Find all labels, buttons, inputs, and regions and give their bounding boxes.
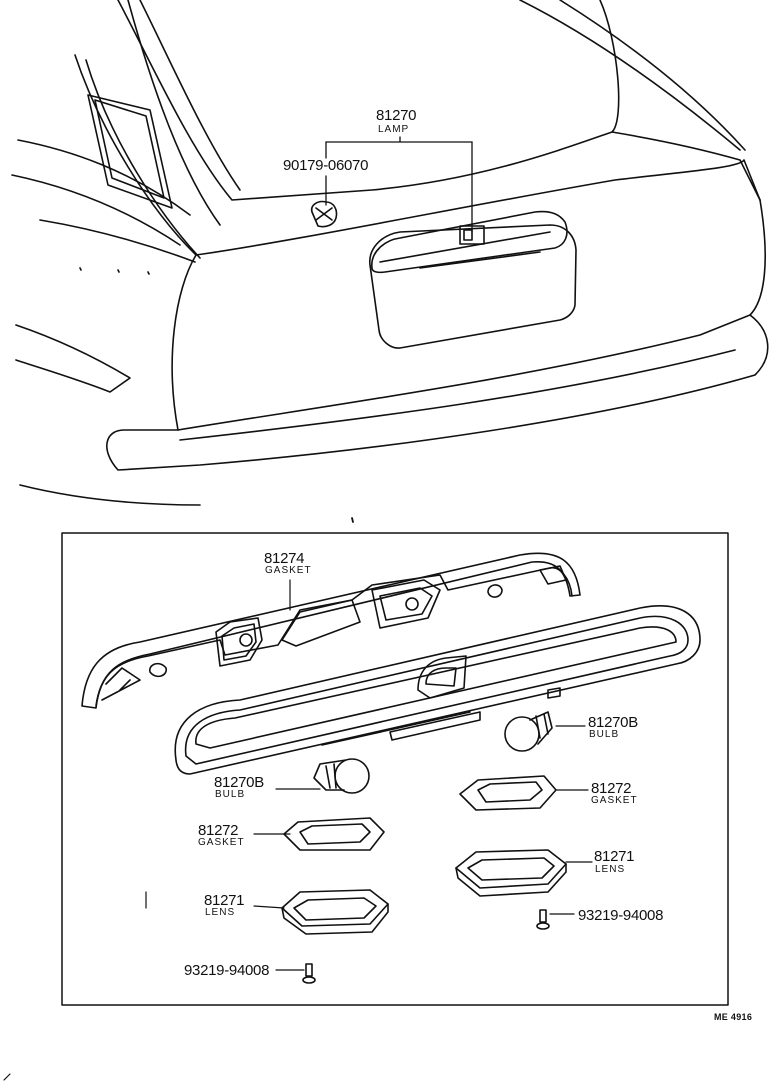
screw-left-part-number: 93219-94008 (184, 962, 270, 979)
gasket-left-part-number: 81272 (198, 822, 239, 839)
bulb-right-shape (504, 711, 553, 752)
gasket-left-shape (283, 817, 385, 851)
screw-right-part-number: 93219-94008 (578, 907, 664, 924)
bulb-right-part-number: 81270B (588, 714, 638, 731)
bulb-right-part-name: BULB (589, 729, 620, 740)
lens-left-shape (281, 889, 389, 935)
gasket-right-shape (459, 775, 557, 811)
clip-part-number: 90179-06070 (283, 157, 369, 174)
lamp-part-number: 81270 (376, 107, 417, 124)
gasket-left-part-name: GASKET (198, 837, 245, 848)
lamp-housing-81270-shape (174, 605, 701, 775)
screw-left-shape (302, 963, 316, 984)
lamp-part-name: LAMP (378, 124, 410, 135)
lens-left-part-number: 81271 (204, 892, 245, 909)
gasket-right-part-number: 81272 (591, 780, 632, 797)
lens-right-part-number: 81271 (594, 848, 635, 865)
vehicle-rear-view (11, 0, 769, 506)
screw-right-shape (536, 909, 550, 930)
gasket-top-part-name: GASKET (265, 565, 312, 576)
gasket-top-part-number: 81274 (264, 550, 305, 567)
part-leader-lines (253, 579, 593, 971)
bulb-left-shape (313, 758, 370, 794)
figure-code: ME 4916 (714, 1012, 753, 1022)
exploded-view-frame (61, 532, 729, 1006)
gasket-right-part-name: GASKET (591, 795, 638, 806)
gasket-81274-shape (81, 552, 581, 709)
lens-left-part-name: LENS (205, 907, 236, 918)
lamp-callout-lines (325, 136, 473, 233)
lens-right-part-name: LENS (595, 864, 626, 875)
lens-right-shape (455, 849, 567, 897)
bulb-left-part-name: BULB (215, 789, 246, 800)
bulb-left-part-number: 81270B (214, 774, 264, 791)
